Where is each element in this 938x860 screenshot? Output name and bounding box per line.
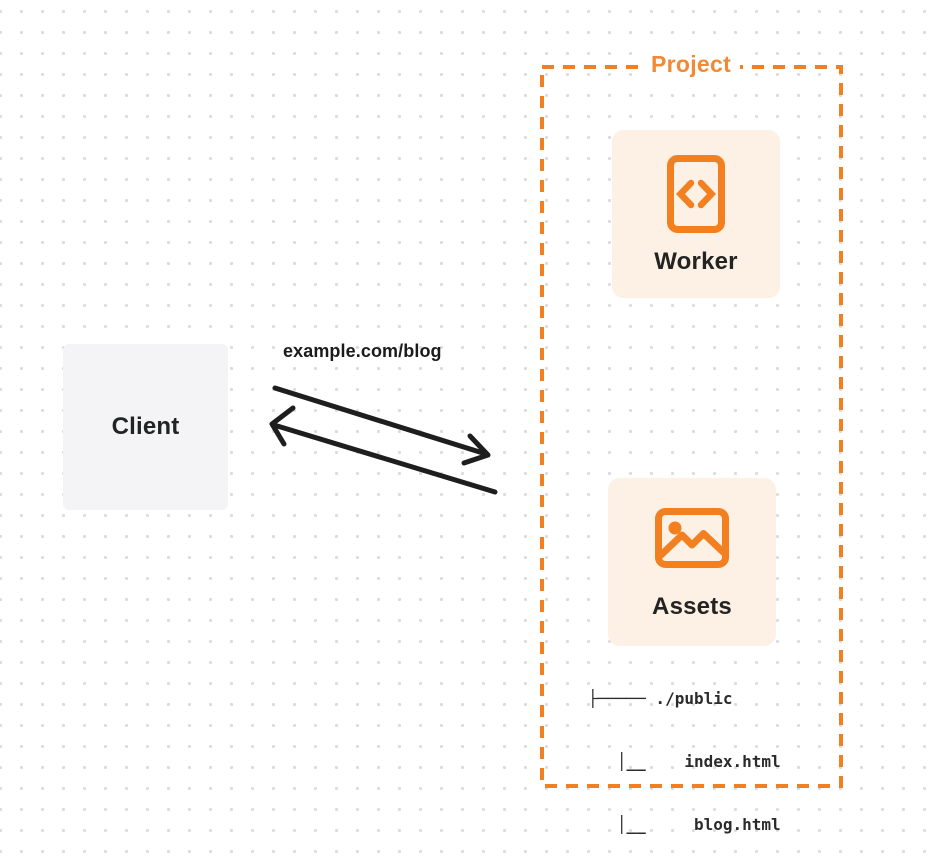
project-label-wrap: Project [540,51,842,78]
worker-label: Worker [654,248,738,275]
request-arrow [272,385,491,466]
assets-node: Assets [608,478,776,646]
client-node: Client [63,344,228,510]
project-label: Project [641,51,741,78]
file-tree-line-blog: │__ blog.html [588,815,781,834]
file-tree-line-public: ├───── ./public [588,689,733,708]
request-url-label: example.com/blog [283,341,442,361]
client-label: Client [111,413,180,440]
assets-file-tree: ├───── ./public │__ index.html │__ blog.… [588,646,781,860]
image-icon [655,508,729,568]
response-arrow [269,405,498,495]
worker-node: Worker [612,130,780,298]
code-icon [667,155,725,233]
assets-label: Assets [652,593,732,620]
file-tree-line-index: │__ index.html [588,752,781,771]
